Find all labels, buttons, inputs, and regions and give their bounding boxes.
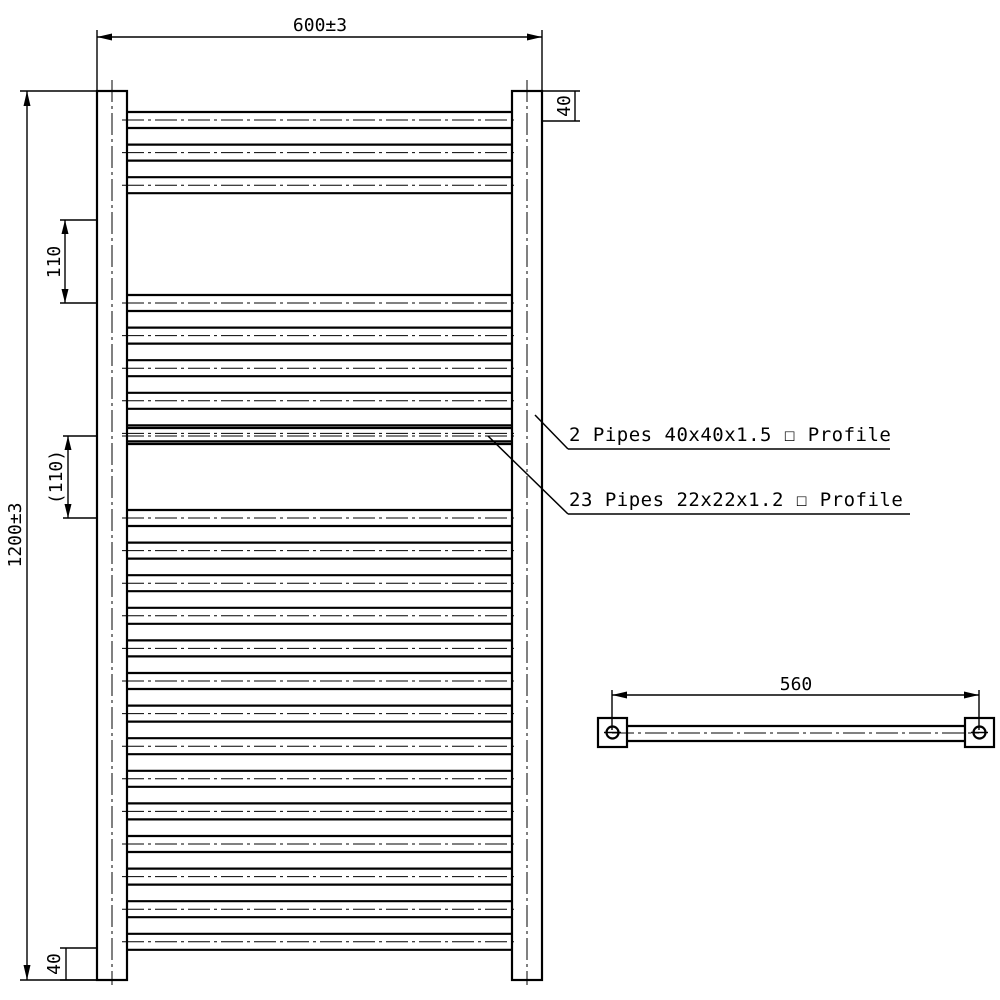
- cross-pipe: [122, 671, 517, 691]
- overall-height-dimension: 1200±3: [5, 90, 97, 981]
- cross-pipe: [122, 834, 517, 854]
- lower-gap-label: (110): [46, 450, 67, 504]
- cross-pipe: [122, 541, 517, 560]
- cross-pipe-callout-text: 23 Pipes 22x22x1.2 ☐ Profile: [569, 489, 903, 511]
- left-side-column-section: [596, 716, 629, 749]
- cross-pipe: [122, 293, 517, 313]
- right-side-column-section: [963, 716, 996, 749]
- plan-view-centers-label: 560: [780, 674, 813, 695]
- cross-pipe: [122, 867, 517, 886]
- cross-pipe: [122, 769, 517, 788]
- bottom-offset-label: 40: [44, 953, 65, 975]
- overall-height-label: 1200±3: [5, 502, 26, 567]
- cross-pipe: [122, 802, 517, 821]
- cross-pipe: [122, 737, 517, 756]
- cross-pipe: [122, 508, 517, 528]
- cross-pipe: [122, 424, 517, 443]
- lower-gap-dimension: (110): [46, 435, 97, 519]
- cross-pipe: [122, 932, 517, 951]
- plan-view: 560: [596, 674, 996, 749]
- cross-pipe: [122, 606, 517, 625]
- cross-pipe: [122, 143, 517, 162]
- cross-pipe: [122, 900, 517, 919]
- side-tube-width-label: 40: [554, 95, 575, 117]
- cross-pipe: [122, 639, 517, 658]
- cross-pipe: [122, 574, 517, 593]
- right-side-column: [510, 80, 544, 985]
- side-pipe-callout: 2 Pipes 40x40x1.5 ☐ Profile: [534, 414, 891, 450]
- bottom-offset-dimension: 40: [44, 947, 97, 981]
- side-tube-width-dimension: 40: [542, 90, 580, 122]
- side-pipe-callout-text: 2 Pipes 40x40x1.5 ☐ Profile: [569, 424, 891, 446]
- cross-pipe: [122, 326, 517, 345]
- cross-pipe: [122, 176, 517, 195]
- cross-pipe-callout: 23 Pipes 22x22x1.2 ☐ Profile: [487, 435, 910, 515]
- cross-pipe: [122, 426, 517, 446]
- cross-pipes-group: [122, 110, 517, 951]
- overall-width-dimension: 600±3: [96, 15, 543, 91]
- cross-pipe: [122, 359, 517, 378]
- cross-pipe: [122, 391, 517, 410]
- cross-pipe: [122, 704, 517, 723]
- upper-gap-dimension: 110: [44, 219, 97, 304]
- left-side-column: [95, 80, 129, 985]
- overall-width-label: 600±3: [293, 15, 347, 36]
- upper-gap-label: 110: [44, 246, 65, 279]
- cross-pipe: [122, 110, 517, 130]
